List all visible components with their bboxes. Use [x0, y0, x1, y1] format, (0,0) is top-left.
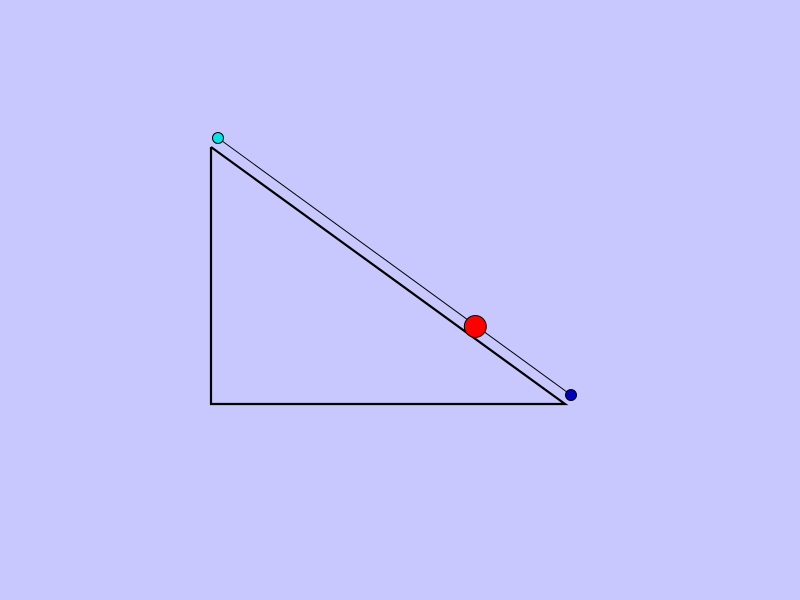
- incline-bottom-handle[interactable]: [565, 389, 577, 401]
- red-ball[interactable]: [463, 315, 487, 338]
- right-triangle: [209, 146, 569, 406]
- incline-top-handle[interactable]: [212, 132, 224, 144]
- incline-guide-line: [217, 137, 572, 396]
